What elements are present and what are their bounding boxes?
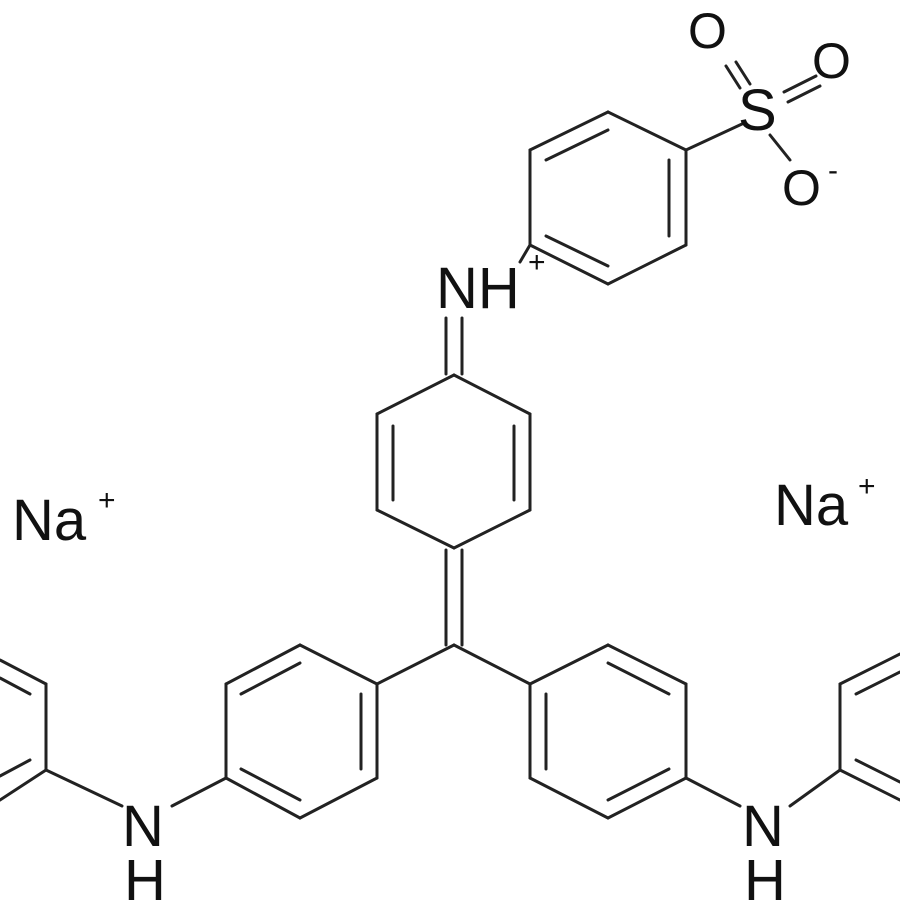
imine-bonds <box>444 243 532 376</box>
ring-quinoid <box>375 373 532 550</box>
amine-left-nitrogen-label: N <box>122 794 164 859</box>
oxygen-bottom-label: O <box>782 160 821 216</box>
oxygen-top-label: O <box>688 3 727 59</box>
ring-right-phenyl <box>528 643 688 820</box>
ring-top-phenyl <box>528 110 688 286</box>
amine-left-hydrogen-label: H <box>124 848 166 900</box>
amine-bonds <box>44 768 842 808</box>
ring-far-left-partial <box>0 658 48 802</box>
oxygen-charge-label: - <box>828 154 838 187</box>
amine-right-hydrogen-label: H <box>744 848 786 900</box>
central-double-bond <box>375 548 532 686</box>
imine-charge-label: + <box>528 246 546 279</box>
counterion-right-label: Na <box>774 473 849 538</box>
amine-right-nitrogen-label: N <box>742 794 784 859</box>
counterion-left-charge: + <box>98 484 116 517</box>
ring-far-right-partial <box>838 652 900 802</box>
oxygen-right-label: O <box>812 33 851 89</box>
counterion-right-charge: + <box>858 470 876 503</box>
ring-left-phenyl <box>224 643 379 820</box>
counterion-left-label: Na <box>12 488 87 553</box>
sulfur-label: S <box>738 78 777 143</box>
imine-nitrogen-label: NH <box>436 256 520 321</box>
sulfonate-bonds <box>684 60 822 162</box>
